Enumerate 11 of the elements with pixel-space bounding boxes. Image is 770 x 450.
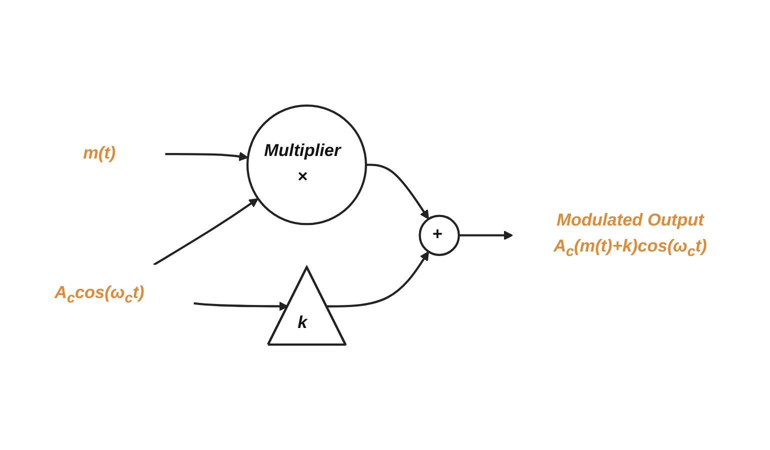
node-circle: Multiplier × [246, 104, 368, 226]
arrow [194, 302, 288, 311]
node-text: m(t) [83, 144, 116, 163]
arrow [326, 251, 430, 308]
arrow [153, 198, 258, 266]
node-text: Modulated Output A$_{c}$(m(t)+k)cos(ω$_{c}$t) [554, 212, 707, 260]
arrow [366, 164, 430, 220]
node-circle: + [418, 214, 460, 256]
arrow [165, 152, 248, 162]
node-text: A$_{c}$cos(ω$_{c}$t) [54, 284, 144, 306]
arrow [458, 230, 514, 240]
